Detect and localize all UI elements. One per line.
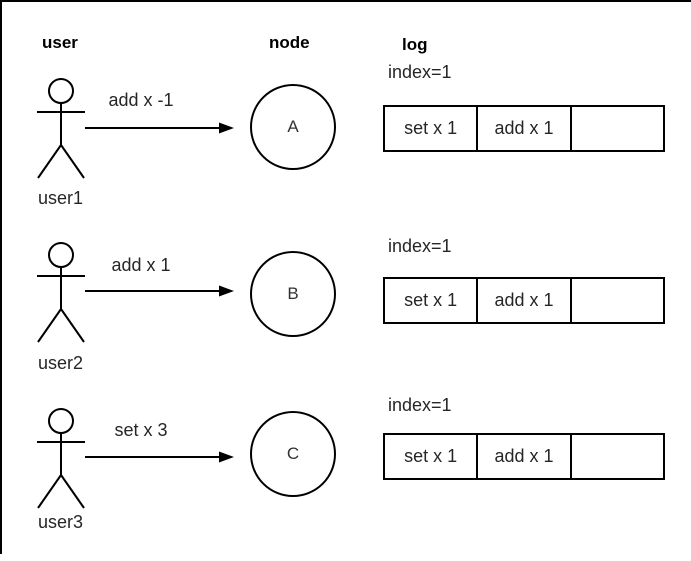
message-label: add x 1 [111,255,171,275]
diagram-row-2: user2 add x 1 B index=1 set x 1 add x 1 [0,225,691,395]
message-label: set x 3 [114,420,168,440]
column-header-node: node [269,33,310,52]
log-index-label: index=1 [388,62,452,82]
log-cell-empty [572,279,663,322]
column-header-log: log [402,35,428,54]
log-cell: set x 1 [385,107,479,150]
message-label: add x -1 [108,90,174,110]
canvas-border-top [0,0,691,2]
log-table: set x 1 add x 1 [383,433,665,480]
node-label: C [286,444,300,463]
log-cell: add x 1 [478,435,572,478]
diagram-row-1: user1 add x -1 A index=1 set x 1 add x 1 [0,62,691,232]
log-index-label: index=1 [388,395,452,415]
person-icon [37,242,85,343]
log-cell: set x 1 [385,279,479,322]
node-label: A [287,117,299,136]
log-table: set x 1 add x 1 [383,105,665,152]
user-name-label: user3 [38,512,84,532]
node-circle: C [250,411,336,497]
log-cell: set x 1 [385,435,479,478]
person-icon [37,78,85,179]
arrow-right-icon [85,285,234,297]
canvas-border-left [0,0,2,554]
log-cell: add x 1 [478,279,572,322]
log-cell-empty [572,107,663,150]
arrow-right-icon [85,122,234,134]
diagram-row-3: user3 set x 3 C index=1 set x 1 add x 1 [0,391,691,561]
log-cell-empty [572,435,663,478]
person-icon [37,408,85,509]
column-header-user: user [42,33,78,52]
node-label: B [287,284,299,303]
user-name-label: user2 [38,353,84,373]
node-circle: B [250,251,336,337]
log-table: set x 1 add x 1 [383,277,665,324]
user-name-label: user1 [38,188,84,208]
node-circle: A [250,84,336,170]
arrow-right-icon [85,451,234,463]
log-cell: add x 1 [478,107,572,150]
log-index-label: index=1 [388,236,452,256]
